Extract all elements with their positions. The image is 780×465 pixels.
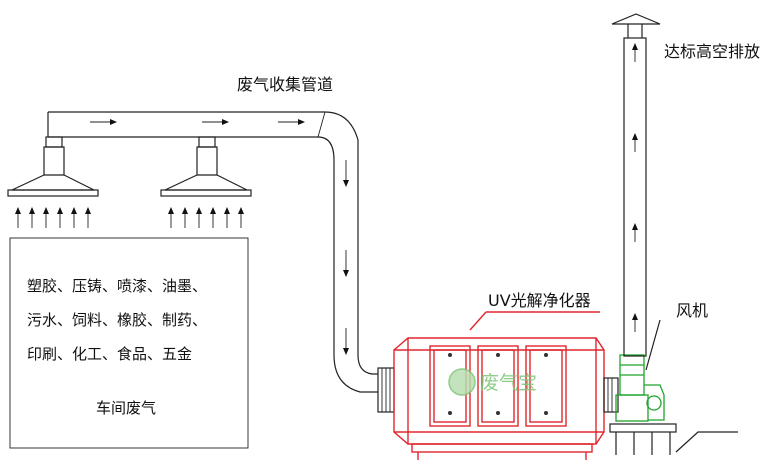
intake-arrow-head	[168, 207, 174, 214]
exhaust-stack	[611, 13, 661, 357]
source-line-1: 塑胶、压铸、喷漆、油墨、	[27, 277, 207, 295]
workshop-box	[9, 237, 249, 449]
fan-label: 风机	[676, 301, 708, 320]
intake-arrow-head	[210, 207, 216, 214]
uv-purifier	[393, 337, 605, 460]
intake-arrow-head	[43, 207, 49, 214]
intake-arrow-head	[182, 207, 188, 214]
stack-label: 达标高空排放	[664, 42, 760, 61]
intake-arrow-head	[224, 207, 230, 214]
intake-arrow-head	[238, 207, 244, 214]
intake-arrow-head	[57, 207, 63, 214]
source-line-3: 印刷、化工、食品、五金	[27, 345, 192, 363]
duct-label: 废气收集管道	[237, 75, 333, 94]
uv-leader	[469, 311, 600, 331]
downflow-arrows	[343, 160, 349, 355]
source-line-2: 污水、饲料、橡胶、制药、	[27, 311, 207, 329]
intake-arrow-head	[29, 207, 35, 214]
inlet-elbow	[333, 354, 395, 413]
support-frame	[609, 423, 738, 455]
intake-arrows-1	[15, 207, 91, 228]
duct-flow-arrows	[90, 119, 305, 125]
intake-arrow-head	[15, 207, 21, 214]
intake-arrow-head	[85, 207, 91, 214]
fan-unit	[615, 354, 665, 422]
intake-arrows-2	[168, 207, 244, 228]
workshop-label: 车间废气	[96, 399, 156, 417]
watermark-logo: 废气宝	[448, 368, 537, 396]
fume-hood-2	[160, 136, 252, 197]
collection-duct	[47, 111, 359, 355]
fan-leader	[645, 319, 661, 371]
fume-hood-1	[7, 136, 99, 197]
intake-arrow-head	[71, 207, 77, 214]
watermark-text: 废气宝	[480, 372, 537, 394]
uv-unit-label: UV光解净化器	[488, 291, 591, 310]
intake-arrow-head	[196, 207, 202, 214]
